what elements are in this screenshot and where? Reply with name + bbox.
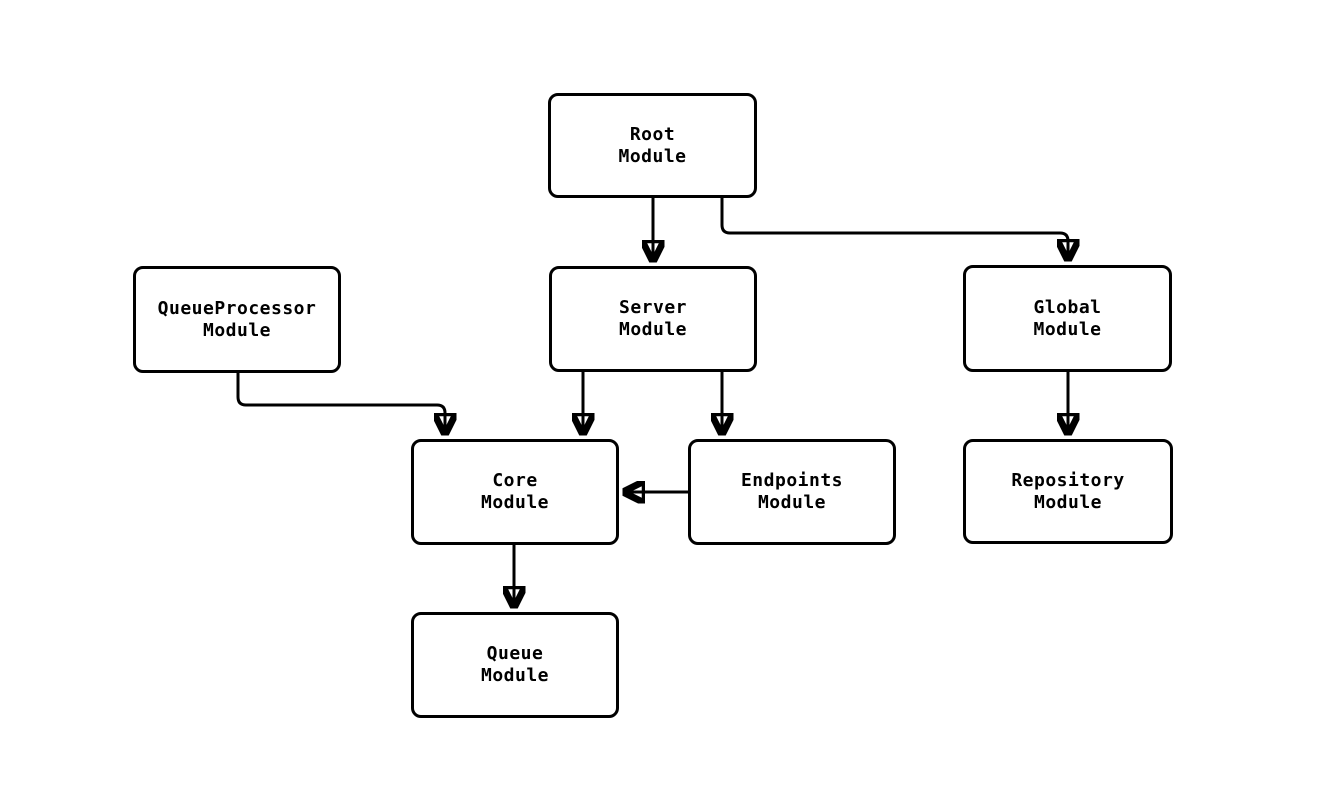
node-repository-module: Repository Module: [963, 439, 1173, 544]
node-queueprocessor-module-label: QueueProcessor Module: [157, 297, 317, 341]
node-root-module: Root Module: [548, 93, 757, 198]
node-endpoints-module: Endpoints Module: [688, 439, 896, 545]
node-server-module-label: Server Module: [618, 297, 688, 340]
node-core-module-label: Core Module: [480, 470, 550, 513]
node-queue-module: Queue Module: [411, 612, 619, 718]
node-repository-module-label: Repository Module: [1011, 469, 1125, 513]
node-server-module: Server Module: [549, 266, 757, 372]
node-global-module-label: Global Module: [1033, 296, 1102, 340]
node-global-module: Global Module: [963, 265, 1172, 372]
node-core-module: Core Module: [411, 439, 619, 545]
node-root-module-label: Root Module: [618, 123, 687, 167]
node-endpoints-module-label: Endpoints Module: [740, 470, 844, 513]
edge-root-to-global: [720, 198, 1068, 258]
node-queue-module-label: Queue Module: [480, 643, 550, 686]
node-queueprocessor-module: QueueProcessor Module: [133, 266, 341, 373]
edge-queueprocessor-to-core: [236, 373, 445, 432]
